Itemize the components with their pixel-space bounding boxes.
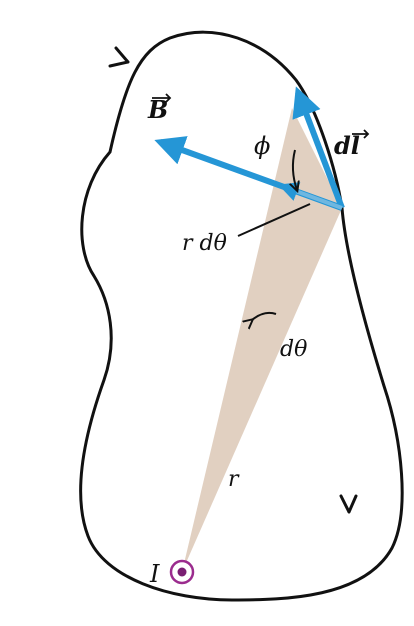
b-label-overarrow [152,93,172,103]
current-out-of-page-icon [169,559,195,585]
angle-wedge [182,108,342,572]
r-dtheta-label: r dθ [182,231,227,256]
b-label: B [147,95,168,124]
loop-direction-arrow-right [339,494,358,514]
loop-direction-arrow-top [108,46,130,68]
dl-label-overarrow [352,129,370,139]
dl-label: dl [334,131,360,160]
dtheta-angle-arc [252,311,277,320]
current-label: I [149,560,160,588]
dl-vector [292,86,345,210]
dtheta-label: dθ [280,337,307,362]
r-dtheta-leader-line [237,203,311,237]
r-label: r [228,467,240,492]
phi-label: ϕ [254,132,270,160]
phi-angle-arc [293,149,297,190]
amperian-loop [79,30,404,602]
